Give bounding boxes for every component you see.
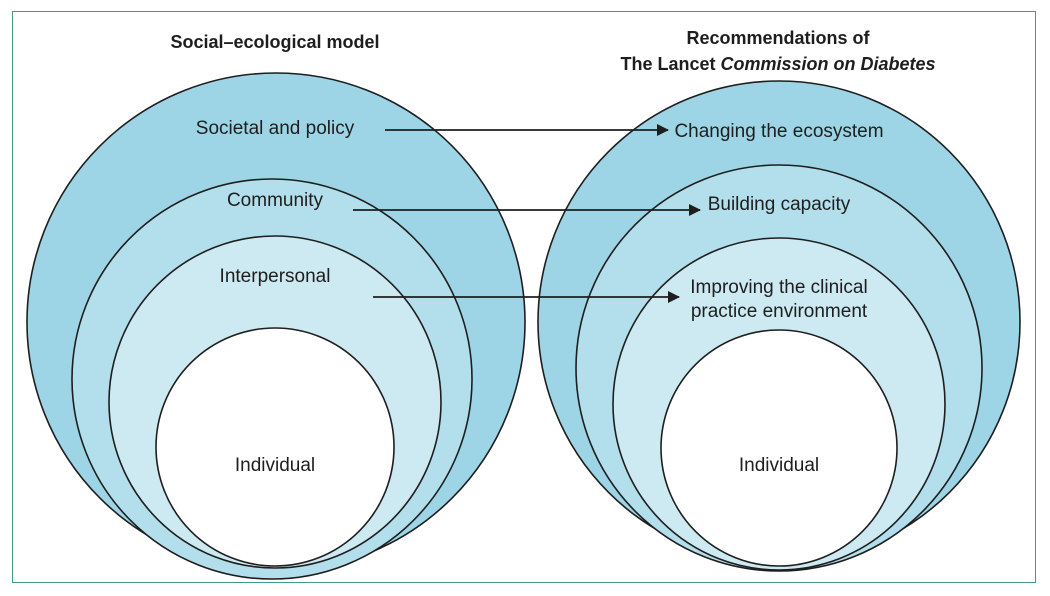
right-model: Recommendations of The Lancet Commission…	[537, 28, 1021, 572]
left-label-societal: Societal and policy	[196, 118, 355, 139]
right-heading-prefix: The Lancet	[620, 54, 720, 74]
right-label-clinical-line1: Improving the clinical	[690, 277, 867, 298]
mapping-arrows	[353, 124, 701, 303]
right-heading-line2: The Lancet Commission on Diabetes	[620, 54, 935, 74]
figure-frame	[12, 11, 1036, 583]
left-heading: Social–ecological model	[170, 32, 379, 52]
right-label-individual: Individual	[739, 455, 819, 476]
left-label-community: Community	[227, 190, 324, 211]
right-heading-italic: Commission on Diabetes	[720, 54, 935, 74]
left-label-interpersonal: Interpersonal	[220, 266, 331, 287]
left-model: Social–ecological model Societal and pol…	[26, 32, 526, 580]
right-label-ecosystem: Changing the ecosystem	[674, 121, 883, 142]
left-label-individual: Individual	[235, 455, 315, 476]
right-label-capacity: Building capacity	[708, 194, 851, 215]
right-circle-individual	[660, 329, 898, 567]
right-label-clinical-line2: practice environment	[691, 301, 868, 322]
right-heading-line1: Recommendations of	[686, 28, 870, 48]
left-circle-individual	[155, 327, 395, 567]
